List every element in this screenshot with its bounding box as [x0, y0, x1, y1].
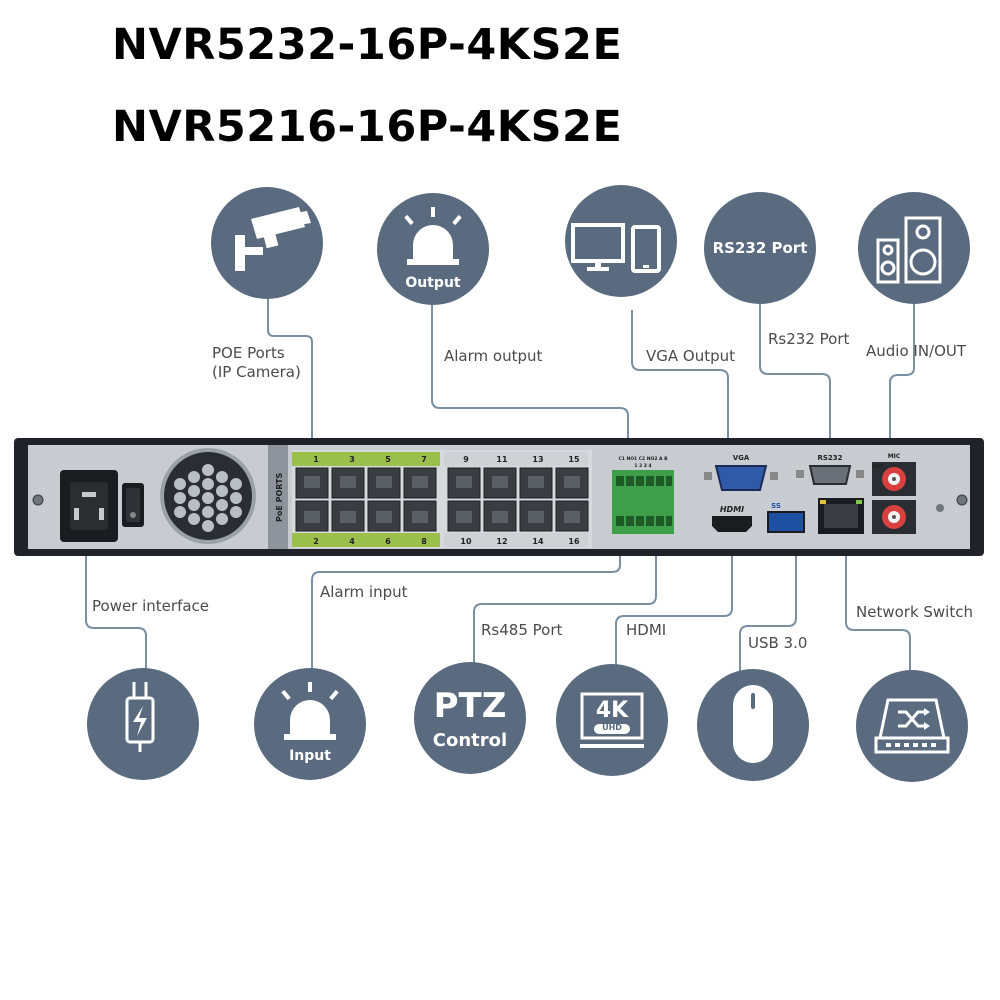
out-panel-text: OUT: [872, 464, 884, 470]
audio-label: Audio IN/OUT: [866, 342, 967, 360]
port-label-bottom: 14: [532, 537, 544, 546]
hdmi-connector: [615, 534, 733, 670]
port-label-bottom: 12: [496, 537, 507, 546]
rs232-port-text: RS232 Port: [712, 239, 808, 257]
vga-output-label: VGA Output: [646, 347, 736, 365]
alarm-input-connector: [311, 534, 621, 672]
port-label-top: 1: [313, 455, 319, 464]
speaker-icon: [876, 216, 942, 284]
power-interface-label: Power interface: [92, 597, 210, 615]
alarm-light-icon: [281, 682, 339, 740]
rs232-panel-text: RS232: [817, 454, 842, 462]
network-switch-label: Network Switch: [856, 603, 973, 621]
power-connector: [85, 548, 147, 676]
network-circle: [856, 670, 968, 782]
display-circle: [565, 185, 677, 297]
input-text: Input: [289, 748, 331, 764]
mouse-icon: [733, 685, 773, 763]
rs232-port-label: Rs232 Port: [768, 330, 850, 348]
poe-connector: [267, 298, 313, 452]
port-label-bottom: 6: [385, 537, 391, 546]
port-label-bottom: 4: [349, 537, 355, 546]
monitor-tablet-icon: [571, 223, 661, 273]
terminal-top-text: C1 NO1 C2 NO2 A B: [618, 456, 668, 462]
model-title-2: NVR5216-16P-4KS2E: [112, 102, 623, 152]
port-label-top: 3: [349, 455, 355, 464]
rs232-connector: [759, 295, 831, 452]
vga-connector: [631, 310, 729, 452]
audio-connector: [889, 298, 915, 452]
rs232-circle: RS232 Port: [704, 192, 816, 304]
network-switch-icon: [874, 698, 950, 754]
poe-ports-sublabel: (IP Camera): [212, 363, 301, 381]
ptz-circle: PTZ Control: [414, 662, 526, 774]
terminal-bottom-text: 1 2 3 4: [634, 463, 651, 469]
power-circle: [87, 668, 199, 780]
alarm-output-label: Alarm output: [444, 347, 543, 365]
port-label-top: 11: [496, 455, 508, 464]
port-label-bottom: 10: [460, 537, 472, 546]
uhd-text: UHD: [602, 723, 622, 732]
port-label-top: 7: [421, 455, 427, 464]
port-label-top: 13: [532, 455, 543, 464]
alarm-input-label: Alarm input: [320, 583, 408, 601]
alarm-output-connector: [431, 302, 629, 455]
usb-label: USB 3.0: [748, 634, 808, 652]
alarm-light-icon: [404, 207, 462, 265]
vga-panel-text: VGA: [733, 454, 750, 462]
rs485-connector: [473, 534, 657, 668]
hdmi-label: HDMI: [626, 621, 667, 639]
poe-ports-label: POE Ports: [212, 344, 285, 362]
output-text: Output: [405, 275, 461, 291]
usb-connector: [739, 534, 797, 680]
4k-text: 4K: [595, 698, 629, 723]
input-circle: Input: [254, 668, 366, 780]
port-label-bottom: 8: [421, 537, 427, 546]
power-plug-icon: [125, 682, 155, 752]
port-label-top: 5: [385, 455, 391, 464]
port-label-bottom: 2: [313, 537, 319, 546]
port-label-bottom: 16: [568, 537, 580, 546]
mic-panel-text: MIC: [888, 453, 901, 460]
4k-uhd-icon: [580, 692, 644, 748]
audio-circle: [858, 192, 970, 304]
poe-side-text: PoE PORTS: [275, 472, 284, 522]
network-connector: [845, 534, 911, 670]
output-circle: Output: [377, 193, 489, 305]
uhd-circle: 4K UHD: [556, 664, 668, 776]
port-label-top: 15: [568, 455, 580, 464]
cctv-camera-icon: [235, 207, 311, 271]
model-title-1: NVR5232-16P-4KS2E: [112, 20, 623, 70]
usb-logo-text: SS: [771, 502, 781, 510]
ptz-text: PTZ: [433, 686, 507, 726]
usb-circle: [697, 669, 809, 781]
rs485-port-label: Rs485 Port: [481, 621, 563, 639]
hdmi-logo-text: HDMI: [720, 505, 744, 514]
port-label-top: 9: [463, 455, 469, 464]
control-text: Control: [432, 730, 508, 751]
camera-circle: [211, 187, 323, 299]
